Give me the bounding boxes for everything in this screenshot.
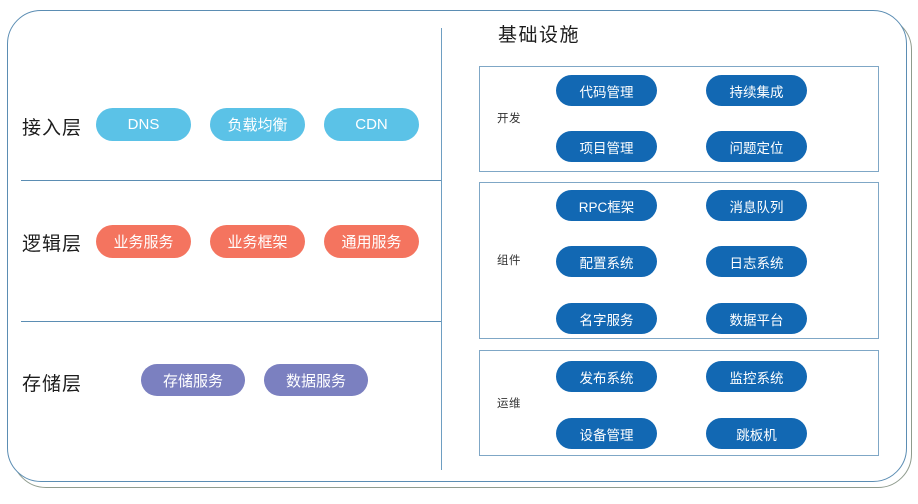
logic-item-common-service[interactable]: 通用服务 xyxy=(324,225,419,258)
component-item-log-system[interactable]: 日志系统 xyxy=(706,246,807,277)
layer-label-logic: 逻辑层 xyxy=(22,234,83,255)
infra-group-ops-box: 运维 xyxy=(479,350,879,456)
ops-item-jump-server[interactable]: 跳板机 xyxy=(706,418,807,449)
access-item-cdn[interactable]: CDN xyxy=(324,108,419,141)
storage-item-data-service[interactable]: 数据服务 xyxy=(264,364,368,396)
panel-split-line xyxy=(441,28,443,470)
infra-group-components-box: 组件 xyxy=(479,182,879,339)
dev-item-continuous-integration[interactable]: 持续集成 xyxy=(706,75,807,106)
dev-item-code-management[interactable]: 代码管理 xyxy=(556,75,657,106)
layer-label-storage: 存储层 xyxy=(22,374,83,395)
component-item-message-queue[interactable]: 消息队列 xyxy=(706,190,807,221)
access-item-load-balancer[interactable]: 负载均衡 xyxy=(210,108,305,141)
dev-item-issue-tracking[interactable]: 问题定位 xyxy=(706,131,807,162)
component-item-data-platform[interactable]: 数据平台 xyxy=(706,303,807,334)
infra-group-dev-box: 开发 xyxy=(479,66,879,172)
infrastructure-title: 基础设施 xyxy=(498,25,581,46)
infra-group-label-ops: 运维 xyxy=(497,398,521,410)
access-item-dns[interactable]: DNS xyxy=(96,108,191,141)
ops-item-monitoring-system[interactable]: 监控系统 xyxy=(706,361,807,392)
infra-group-label-components: 组件 xyxy=(497,255,521,267)
divider-access-logic xyxy=(21,180,441,182)
component-item-name-service[interactable]: 名字服务 xyxy=(556,303,657,334)
layer-label-access: 接入层 xyxy=(22,118,83,139)
logic-item-business-framework[interactable]: 业务框架 xyxy=(210,225,305,258)
ops-item-release-system[interactable]: 发布系统 xyxy=(556,361,657,392)
component-item-config-system[interactable]: 配置系统 xyxy=(556,246,657,277)
logic-item-business-service[interactable]: 业务服务 xyxy=(96,225,191,258)
storage-item-storage-service[interactable]: 存储服务 xyxy=(141,364,245,396)
component-item-rpc-framework[interactable]: RPC框架 xyxy=(556,190,657,221)
dev-item-project-management[interactable]: 项目管理 xyxy=(556,131,657,162)
divider-logic-storage xyxy=(21,321,441,323)
ops-item-device-management[interactable]: 设备管理 xyxy=(556,418,657,449)
infra-group-label-dev: 开发 xyxy=(497,113,521,125)
